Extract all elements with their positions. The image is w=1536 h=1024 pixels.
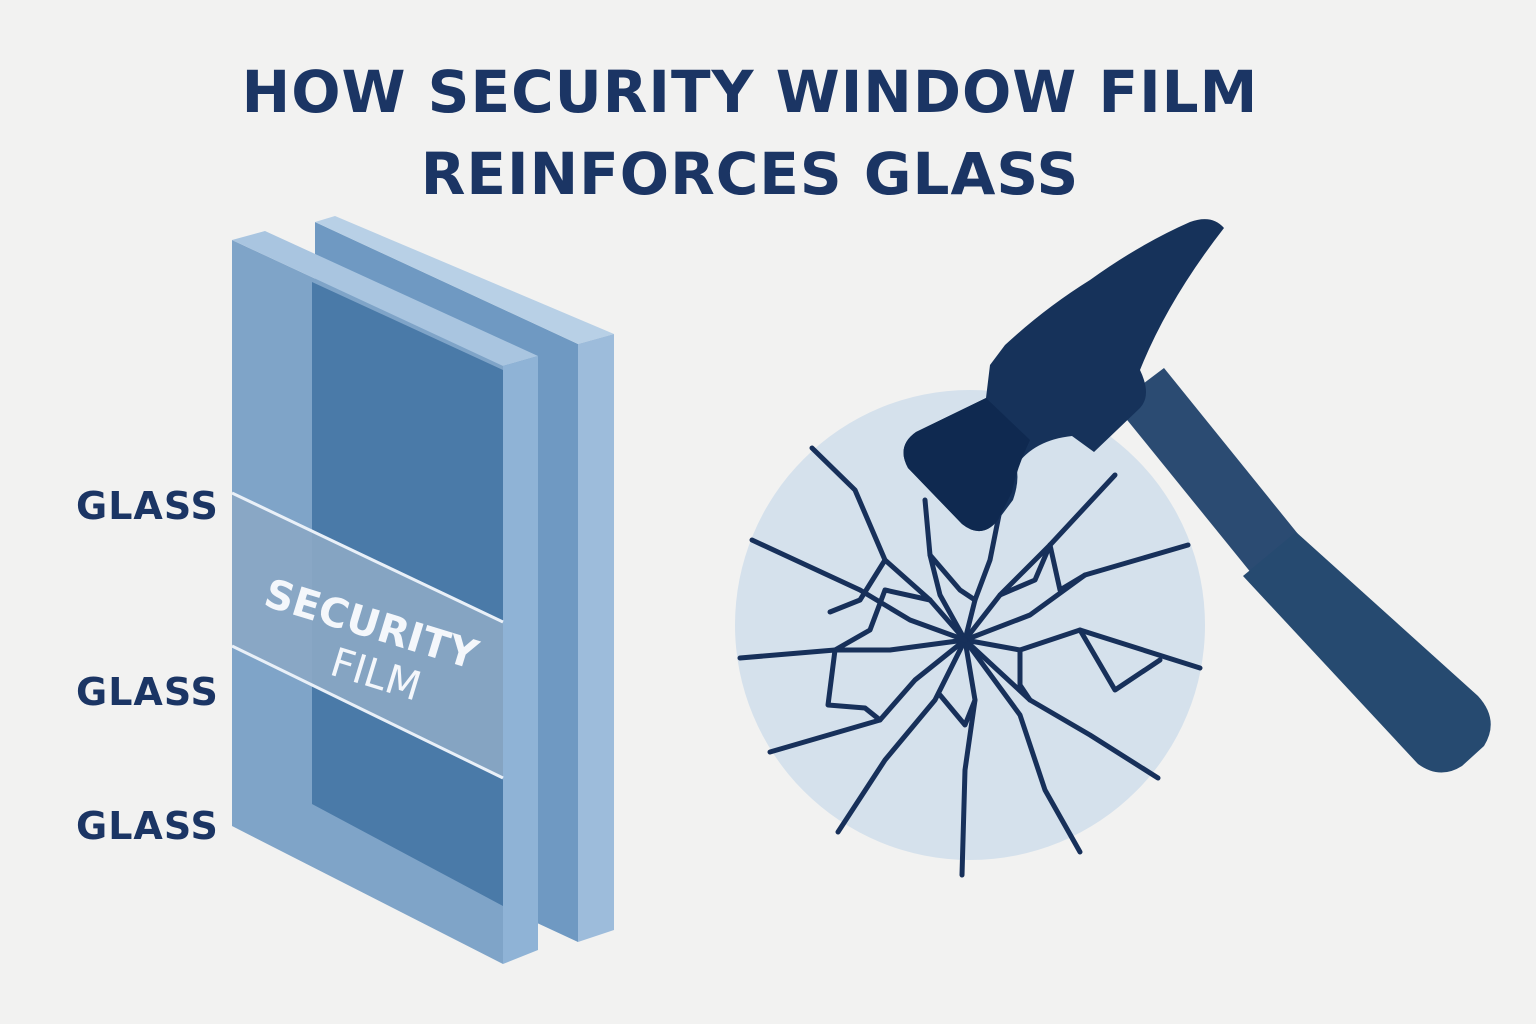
shattered-glass-icon (735, 390, 1205, 878)
glass-label-bottom: GLASS (76, 804, 219, 848)
glass-label-top: GLASS (76, 484, 219, 528)
laminated-glass-panel: SECURITY FILM (231, 216, 614, 964)
title-line-1: HOW SECURITY WINDOW FILM (241, 58, 1259, 126)
hammer-icon (903, 219, 1491, 773)
security-film-band (232, 493, 503, 778)
title-line-2: REINFORCES GLASS (420, 140, 1080, 208)
glass-label-middle: GLASS (76, 670, 219, 714)
front-glass-pane: SECURITY FILM (231, 231, 538, 964)
crack-lines (737, 445, 1203, 878)
